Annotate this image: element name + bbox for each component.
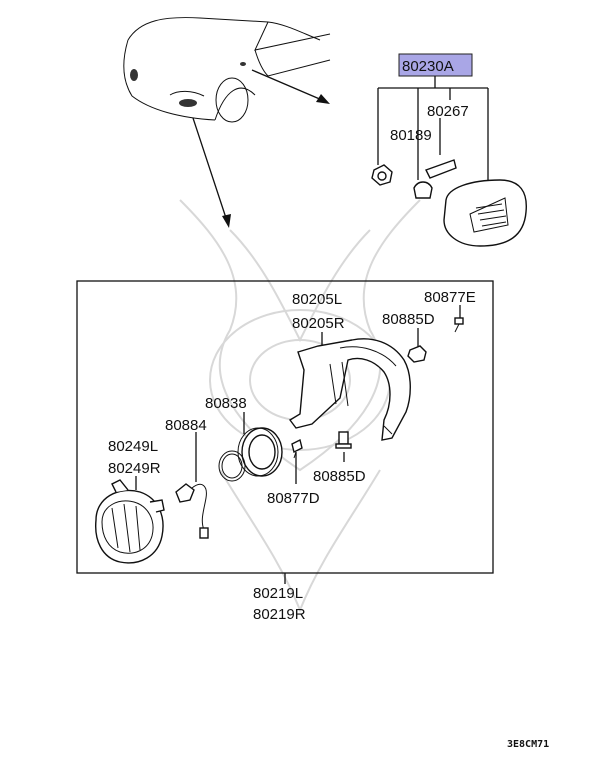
side-marker-bulb [413,181,433,199]
part-label-80838[interactable]: 80838 [205,395,247,412]
fog-lamp-unit [95,479,165,564]
part-label-80877D[interactable]: 80877D [267,490,320,507]
bolt-80885D-bottom [335,431,352,449]
part-label-80877E[interactable]: 80877E [424,289,476,306]
part-label-80205R[interactable]: 80205R [292,315,345,332]
svg-text:80230A: 80230A [402,58,454,75]
part-label-80230A[interactable]: 80230A [398,53,473,77]
arrow-to-fog-lamp [192,117,231,228]
nut-80885D-top [407,345,427,363]
car-outline [123,17,331,123]
part-label-80189[interactable]: 80189 [390,127,432,144]
part-label-80267[interactable]: 80267 [427,103,469,120]
lamp-gasket [218,450,246,482]
screw-80877E [454,317,464,333]
leader-lines-frame [135,305,461,584]
diagram-code: 3E8CM71 [507,739,549,750]
part-label-80884[interactable]: 80884 [165,417,207,434]
side-marker-socket [371,164,393,186]
arrow-to-side-marker [251,69,330,104]
part-label-80219R[interactable]: 80219R [253,606,306,623]
part-label-80885D-bottom[interactable]: 80885D [313,468,366,485]
leader-lines-80230A [377,76,489,185]
part-label-80249L[interactable]: 80249L [108,438,158,455]
part-label-80249R[interactable]: 80249R [108,460,161,477]
fog-lamp-bracket [288,338,411,441]
part-label-80219L[interactable]: 80219L [253,585,303,602]
screw-80877D [291,438,303,459]
lamp-retaining-ring [237,427,283,477]
fog-lamp-bulb-harness [175,483,209,539]
side-marker-clip [425,159,457,179]
side-marker-lamp [443,179,527,247]
part-label-80205L[interactable]: 80205L [292,291,342,308]
part-label-80885D-top[interactable]: 80885D [382,311,435,328]
